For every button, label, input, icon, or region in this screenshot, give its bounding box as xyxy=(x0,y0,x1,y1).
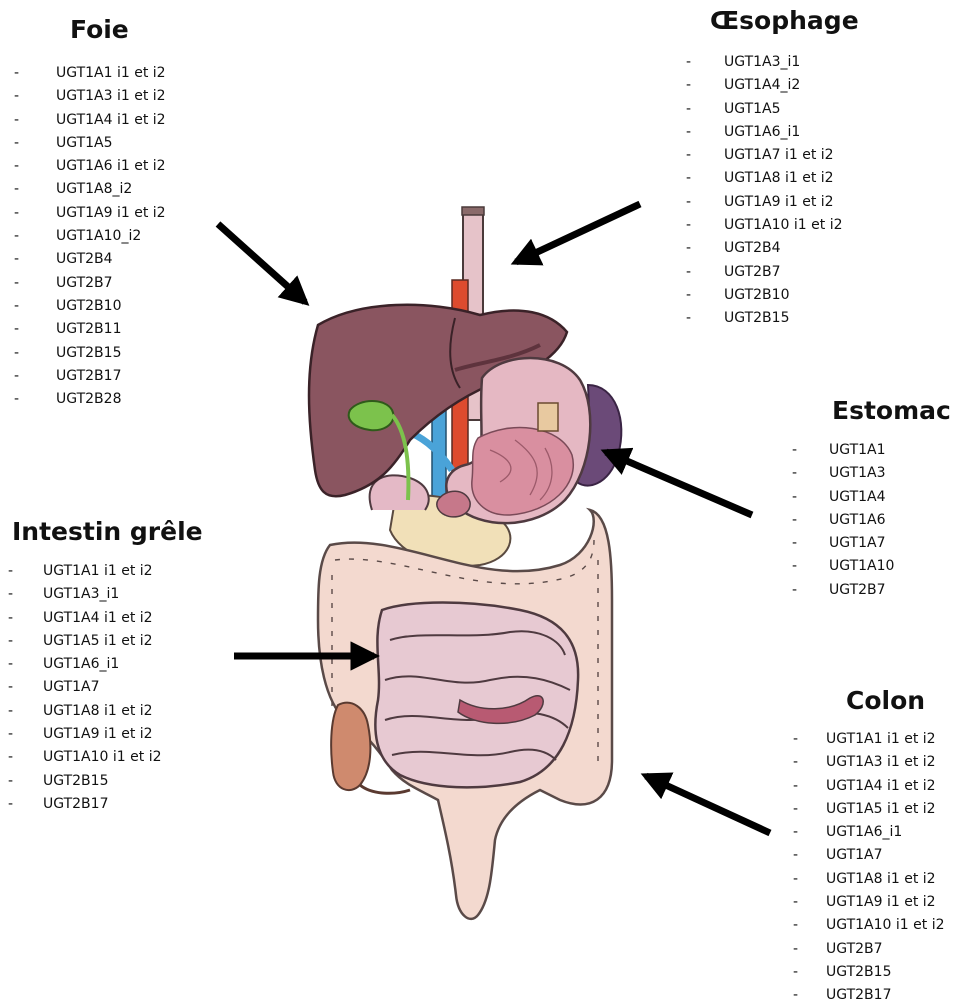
oesophage-arrow xyxy=(516,204,640,262)
estomac-title: Estomac xyxy=(832,396,965,426)
foie-arrow xyxy=(218,224,305,302)
oesophage-title: Œsophage xyxy=(710,6,910,36)
duodenum xyxy=(370,475,429,510)
intestin-title: Intestin grêle xyxy=(12,517,272,547)
foie-title: Foie xyxy=(70,15,270,45)
small-intestine xyxy=(375,603,578,788)
colon-title: Colon xyxy=(846,686,965,716)
colon-arrow xyxy=(646,776,770,833)
estomac-arrow xyxy=(606,452,752,515)
